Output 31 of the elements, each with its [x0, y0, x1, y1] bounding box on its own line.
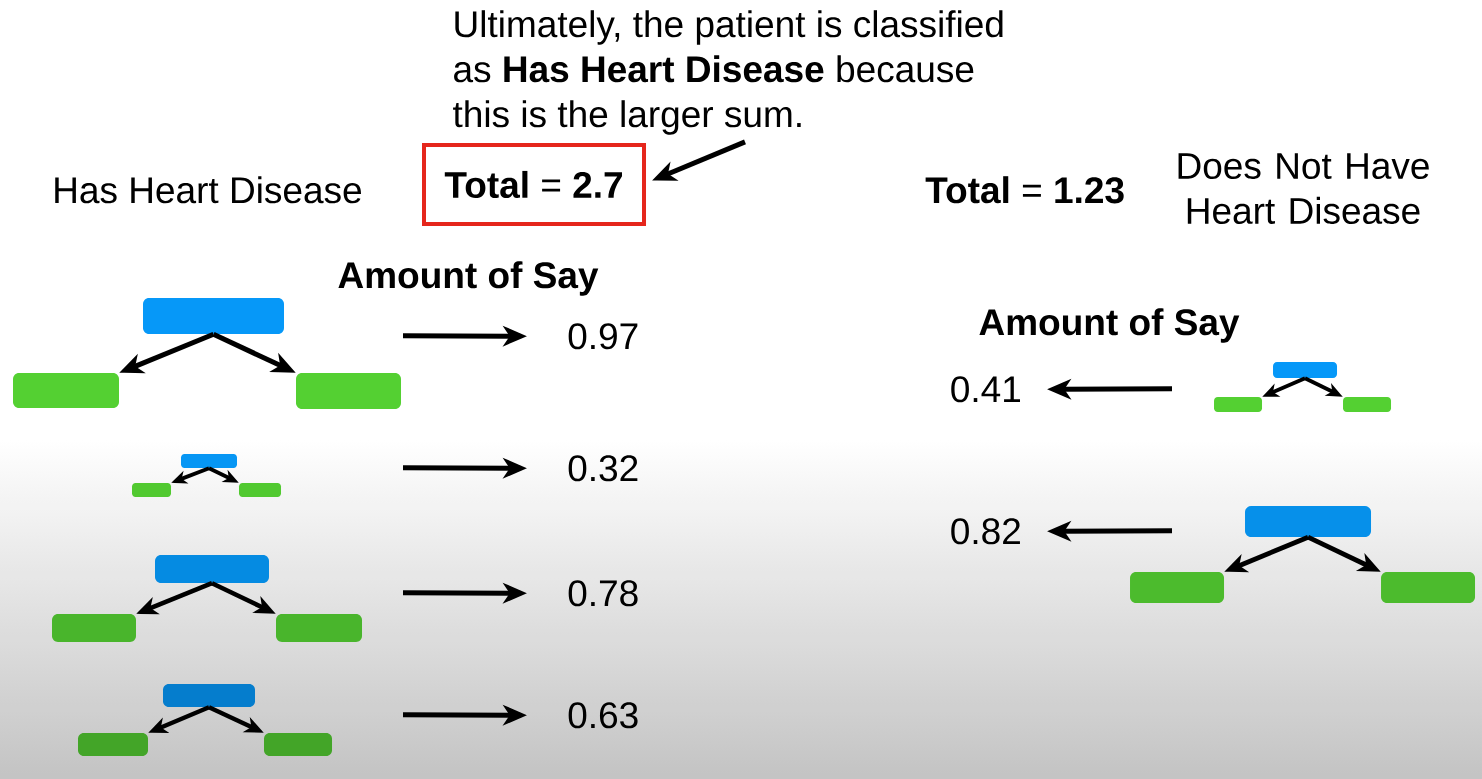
amount-value: 0.82 — [951, 518, 1020, 545]
amount-value: 0.41 — [951, 376, 1020, 403]
amount-value: 0.97 — [568, 323, 638, 350]
leaf-box — [1214, 397, 1262, 412]
amount-value: 0.32 — [568, 455, 638, 482]
leaf-box — [52, 614, 136, 642]
total-box: Total = 2.7 — [422, 143, 646, 226]
leaf-box — [1381, 572, 1475, 603]
leaf-box — [296, 373, 401, 409]
callout-text: Ultimately, the patient is classified as Has Heart Disease because this is the larger sum. — [453, 10, 1003, 135]
leaf-box — [1130, 572, 1224, 603]
leaf-box — [78, 733, 148, 756]
root-box — [181, 454, 237, 468]
root-box — [143, 298, 284, 334]
class-label: Does Not Have Heart Disease — [1178, 153, 1429, 224]
leaf-box — [264, 733, 332, 756]
column-heading: Amount of Say — [338, 261, 599, 296]
amount-value: 0.63 — [568, 702, 638, 729]
leaf-box — [239, 483, 281, 497]
total-label: Total = 1.23 — [925, 176, 1124, 204]
amount-value: 0.78 — [568, 580, 638, 607]
root-box — [1273, 362, 1337, 378]
class-label: Has Heart Disease — [55, 176, 361, 204]
leaf-box — [13, 373, 119, 408]
column-heading: Amount of Say — [979, 308, 1240, 343]
leaf-box — [1343, 397, 1391, 412]
leaf-box — [132, 483, 171, 497]
leaf-box — [276, 614, 362, 642]
root-box — [155, 555, 269, 583]
root-box — [1245, 506, 1371, 537]
root-box — [163, 684, 255, 707]
